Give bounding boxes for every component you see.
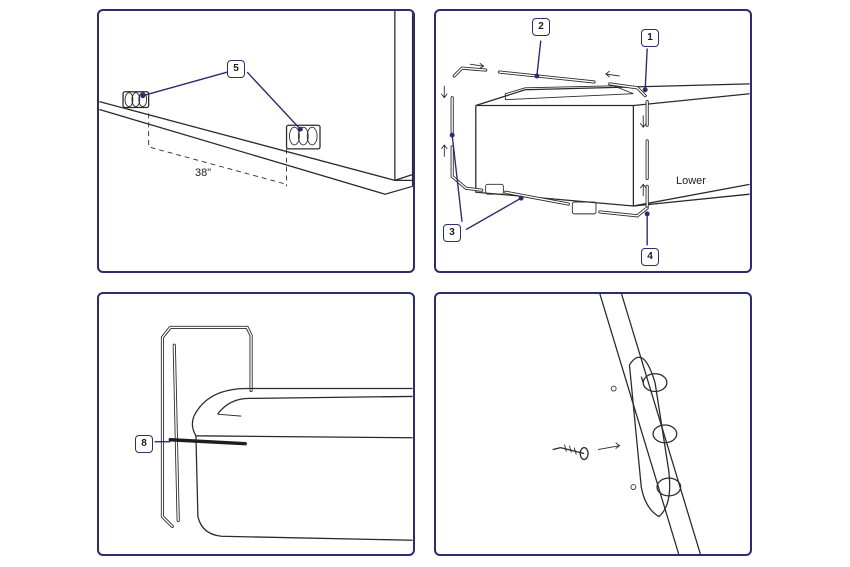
- panel-bracket-spacing: 5 38": [97, 9, 415, 273]
- knob-bottom: [656, 477, 682, 497]
- lower-label: Lower: [676, 175, 706, 187]
- side-rod-illustration: [154, 325, 413, 541]
- panel-screw-detail: [434, 292, 752, 556]
- bracket-spacing-illustration: [99, 11, 413, 195]
- callout-1: 1: [641, 29, 659, 47]
- dimension-label: 38": [195, 167, 212, 179]
- callout-8: 8: [135, 435, 153, 453]
- bracket-left: [122, 91, 150, 109]
- frame-assembly-illustration: [440, 40, 750, 246]
- knob-top: [640, 373, 668, 393]
- panel-frame-assembly: 1 2 3 4 Lower: [434, 9, 752, 273]
- panel-side-rod: 8: [97, 292, 415, 556]
- knob-middle: [652, 424, 678, 444]
- screw: [552, 444, 589, 461]
- callout-4: 4: [641, 248, 659, 266]
- callout-3: 3: [443, 224, 461, 242]
- callout-2: 2: [532, 18, 550, 36]
- screw-detail-illustration: [552, 294, 701, 554]
- bracket-right: [285, 124, 321, 150]
- callout-5: 5: [227, 60, 245, 78]
